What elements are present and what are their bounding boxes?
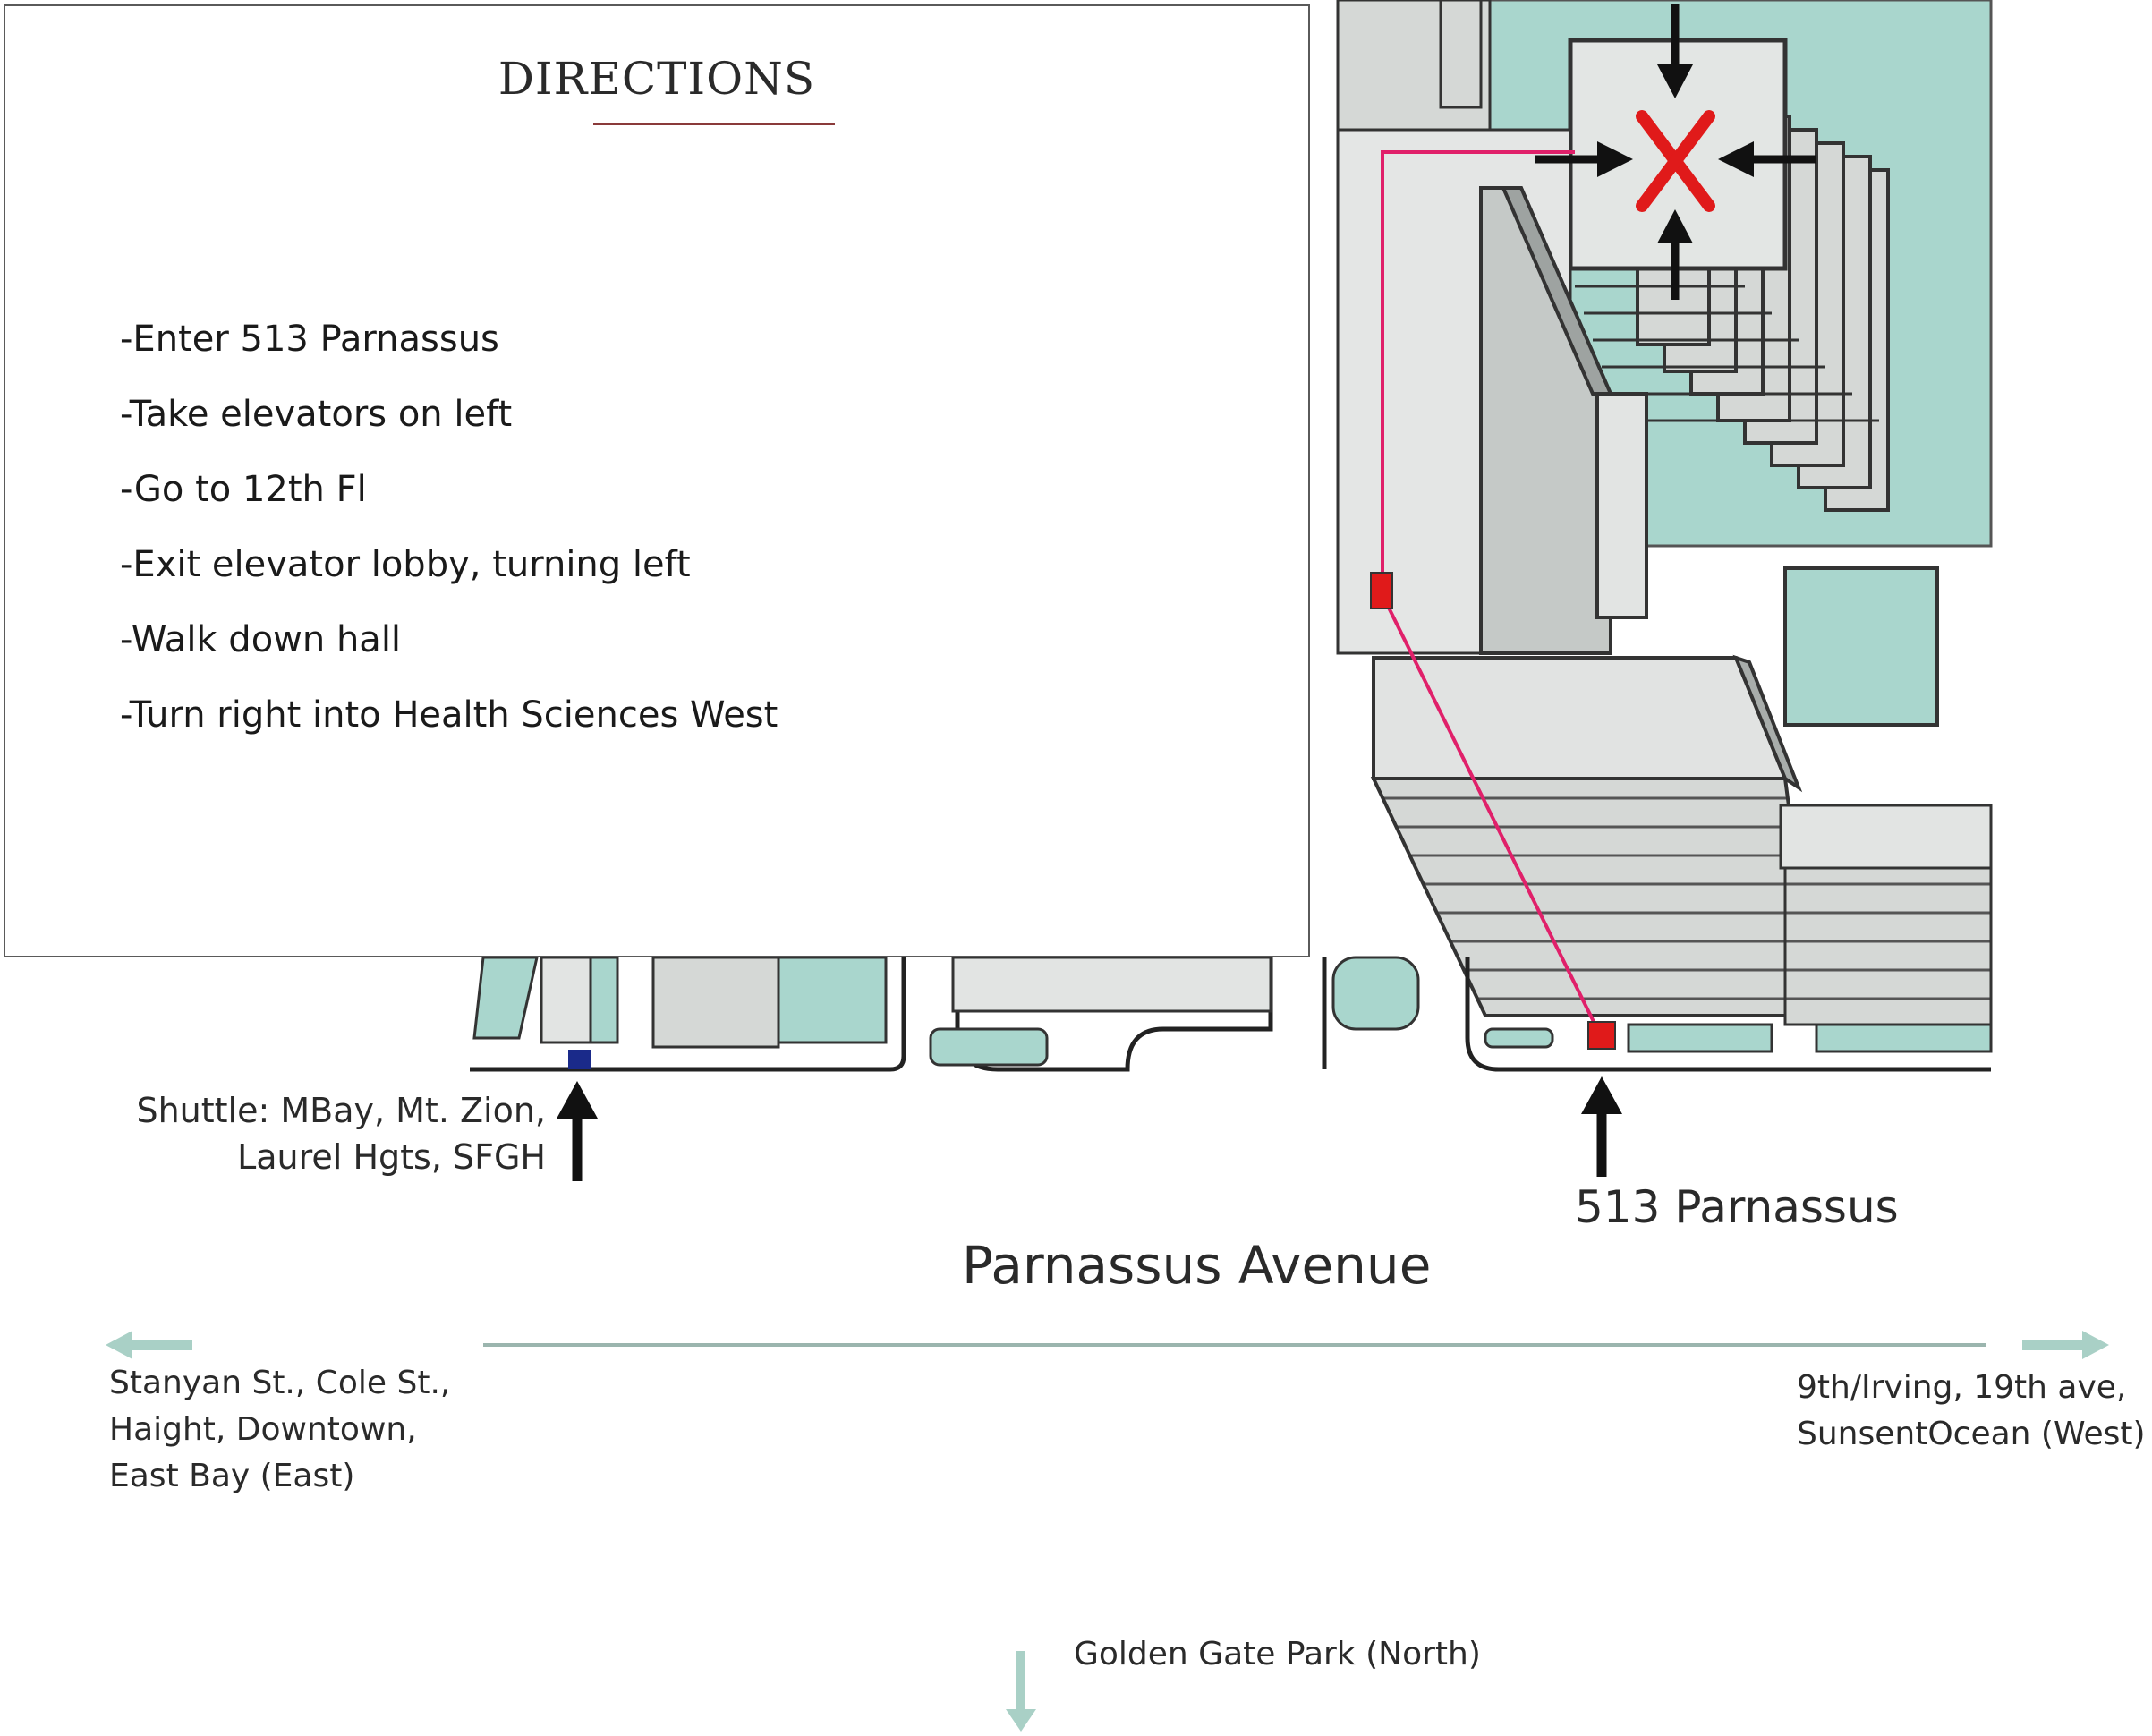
east-label-line: East Bay (East): [109, 1458, 355, 1494]
directions-panel: DIRECTIONS -Enter 513 Parnassus -Take el…: [4, 4, 1310, 957]
destination-arrows: [1535, 4, 1816, 300]
north-direction-label: Golden Gate Park (North): [1074, 1636, 1481, 1672]
east-direction-label: Stanyan St., Cole St., Haight, Downtown,…: [109, 1360, 450, 1500]
west-direction-label: 9th/Irving, 19th ave, SunsentOcean (West…: [1797, 1365, 2146, 1458]
direction-step: -Walk down hall: [120, 619, 402, 660]
shuttle-label-line: Shuttle: MBay, Mt. Zion,: [136, 1091, 546, 1130]
title-underline: [593, 123, 835, 125]
small-teal-building: [1783, 566, 1939, 727]
direction-step: -Go to 12th Fl: [120, 469, 367, 510]
west-buildings: [472, 956, 1993, 1067]
directions-title: DIRECTIONS: [498, 53, 816, 105]
east-label-line: Stanyan St., Cole St.,: [109, 1365, 451, 1401]
shuttle-label-line: Laurel Hgts, SFGH: [237, 1137, 546, 1177]
entrance-label: 513 Parnassus: [1575, 1181, 1899, 1233]
direction-step: -Turn right into Health Sciences West: [120, 694, 778, 736]
arrow-right-icon: [2022, 1331, 2109, 1359]
arrow-up-icon: [557, 1076, 1622, 1181]
shuttle-stop-marker: [568, 1050, 591, 1069]
x-mark-icon: [1636, 110, 1715, 212]
elevator-marker: [1370, 572, 1393, 609]
arrow-left-icon: [106, 1331, 192, 1359]
tower-step-floors: [1575, 285, 1879, 422]
main-building: [1370, 654, 1819, 1017]
direction-step: -Exit elevator lobby, turning left: [120, 544, 691, 585]
direction-step: -Enter 513 Parnassus: [120, 319, 499, 360]
direction-step: -Take elevators on left: [120, 394, 513, 435]
street-name: Parnassus Avenue: [962, 1235, 1432, 1296]
slanted-building: [1479, 186, 1648, 655]
east-buildings: [1779, 804, 1993, 1026]
shuttle-label: Shuttle: MBay, Mt. Zion, Laurel Hgts, SF…: [134, 1087, 546, 1180]
entrance-marker: [1587, 1021, 1616, 1050]
street-edge: [470, 957, 1991, 1072]
walking-route: [1381, 150, 1603, 1039]
arrow-down-icon: [1006, 1651, 1036, 1732]
east-label-line: Haight, Downtown,: [109, 1411, 417, 1448]
directions-list: -Enter 513 Parnassus -Take elevators on …: [120, 302, 778, 753]
west-label-line: 9th/Irving, 19th ave,: [1797, 1369, 2127, 1406]
west-label-line: SunsentOcean (West): [1797, 1416, 2146, 1452]
